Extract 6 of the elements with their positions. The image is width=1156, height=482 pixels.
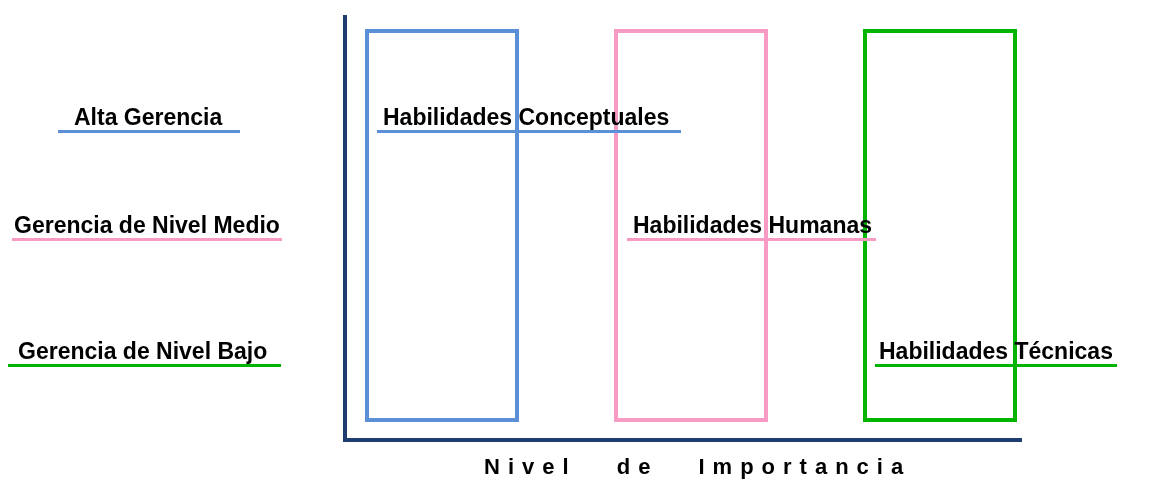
bar-outline: [365, 29, 519, 422]
axis-title: Nivel de Importancia: [484, 454, 912, 480]
skill-label: Habilidades Conceptuales: [377, 104, 682, 133]
management-level-label: Gerencia de Nivel Medio: [12, 212, 282, 241]
management-level-label: Alta Gerencia: [58, 104, 241, 133]
management-level-label: Gerencia de Nivel Bajo: [8, 338, 282, 367]
